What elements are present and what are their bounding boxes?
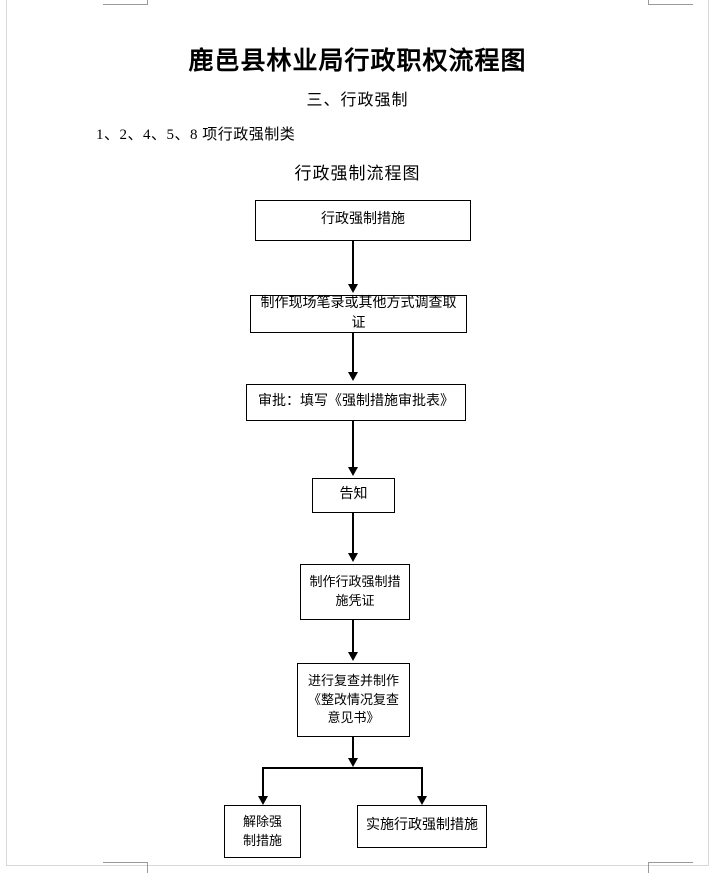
arrowhead-n1-n2 [348,284,358,293]
arrowhead-n5-n6 [348,652,358,661]
arrowhead-n6-split [348,758,358,767]
connector-n2-n3 [352,333,354,374]
flow-node-reinspection-opinion: 进行复查并制作 《整改情况复查 意见书》 [297,663,410,737]
arrowhead-n2-n3 [348,372,358,381]
connector-n5-n6 [352,620,354,654]
margin-mark-top-left [103,0,148,5]
split-bar [262,767,422,770]
connector-n4-n5 [352,513,354,555]
arrowhead-split-n8 [417,796,427,805]
arrowhead-split-n7 [258,796,268,805]
connector-n3-n4 [352,421,354,469]
document-subtitle: 三、行政强制 [306,92,409,109]
flow-node-issue-coercive-certificate: 制作行政强制措 施凭证 [300,564,410,620]
flowchart-title: 行政强制流程图 [294,164,421,183]
document-title: 鹿邑县林业局行政职权流程图 [188,48,527,75]
page-edge-right [708,0,709,866]
page-edge-left [6,0,7,866]
item-scope-line: 1、2、4、5、8 项行政强制类 [96,127,296,143]
margin-mark-bottom-right [648,862,693,873]
flow-node-site-record-investigation: 制作现场笔录或其他方式调查取证 [250,295,467,333]
flow-node-administrative-coercive-measure: 行政强制措施 [255,200,471,241]
arrowhead-n3-n4 [348,467,358,476]
flow-node-execute-coercive-measure: 实施行政强制措施 [357,805,487,848]
flow-node-approval-form: 审批：填写《强制措施审批表》 [246,384,466,421]
page-edge-bottom [6,865,709,866]
connector-n1-n2 [352,241,354,286]
flow-node-notification: 告知 [312,478,395,513]
margin-mark-bottom-left [103,862,148,873]
connector-split-n8 [421,767,423,800]
connector-n6-split [352,737,354,761]
arrowhead-n4-n5 [348,553,358,562]
flow-node-release-coercive-measure: 解除强 制措施 [224,805,301,858]
margin-mark-top-right [648,0,693,5]
connector-split-n7 [262,767,264,800]
